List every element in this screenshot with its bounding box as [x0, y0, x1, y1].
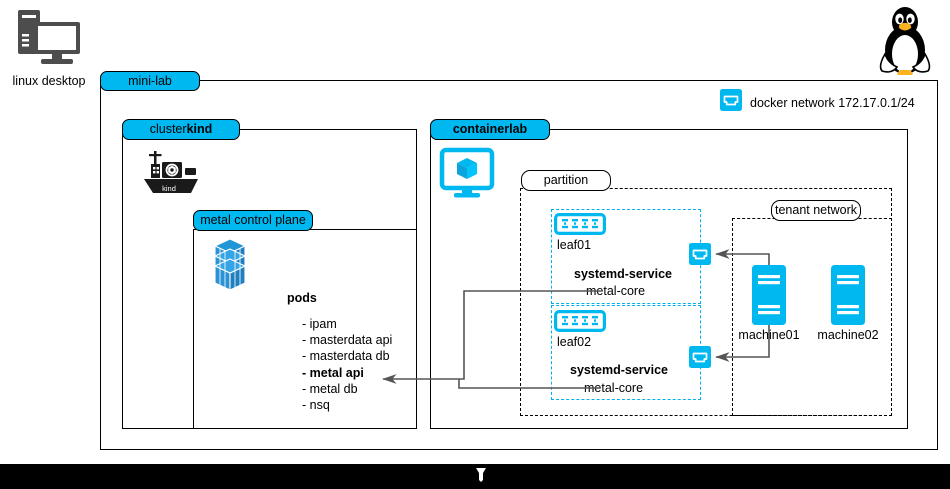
machine01-label: machine01 [738, 328, 800, 342]
pod-item: - masterdata db [302, 349, 390, 364]
minilab-container [100, 80, 938, 450]
containerlab-container [430, 129, 908, 429]
metal-control-plane-tab[interactable]: metal control plane [193, 210, 313, 231]
kind-icon-caption: kind [162, 184, 176, 193]
cluster-kind-tab[interactable]: cluster kind [122, 119, 240, 140]
machine02-icon [831, 265, 865, 325]
machine02-label: machine02 [817, 328, 879, 342]
bottom-bar-marker [476, 468, 486, 482]
cluster-tab-bold: kind [186, 122, 213, 137]
pod-item-metal-api: - metal api [302, 365, 364, 380]
containerlab-monitor-cube-icon [439, 147, 495, 200]
pod-item: - metal db [302, 381, 358, 396]
partition-label: partition [521, 170, 611, 191]
leaf02-switch-icon [554, 310, 606, 332]
containerlab-tab[interactable]: containerlab [430, 119, 550, 140]
pods-title: pods [287, 291, 317, 305]
leaf02-port-icon [689, 346, 711, 368]
leaf01-port-icon [689, 243, 711, 265]
leaf02-service-title: systemd-service [570, 363, 668, 377]
pod-item: - nsq [302, 398, 330, 413]
leaf01-switch-icon [554, 213, 606, 235]
linux-desktop-node [12, 8, 98, 84]
kubernetes-cube-icon [201, 236, 259, 294]
leaf02-service-name: metal-core [584, 381, 644, 395]
docker-network-legend [720, 89, 742, 111]
pod-item: - ipam [302, 317, 337, 331]
leaf01-service-title: systemd-service [574, 267, 672, 281]
network-port-icon [720, 89, 742, 111]
leaf01-label: leaf01 [557, 238, 592, 252]
bottom-bar [0, 464, 950, 489]
leaf02-label: leaf02 [557, 335, 592, 349]
linux-desktop-label: linux desktop [12, 74, 86, 88]
cluster-tab-lead: cluster [149, 122, 187, 137]
leaf01-service-name: metal-core [586, 284, 646, 298]
kind-ship-icon: kind [140, 148, 212, 200]
minilab-tab[interactable]: mini-lab [100, 71, 200, 91]
pod-item: - masterdata api [302, 333, 393, 348]
machine01-icon [752, 265, 786, 325]
tenant-network-label: tenant network [771, 200, 861, 221]
desktop-computer-icon [18, 10, 80, 64]
docker-network-label: docker network 172.17.0.1/24 [750, 96, 915, 110]
linux-penguin-icon [872, 6, 938, 76]
pods-list: - ipam - masterdata api - masterdata db … [302, 316, 392, 413]
